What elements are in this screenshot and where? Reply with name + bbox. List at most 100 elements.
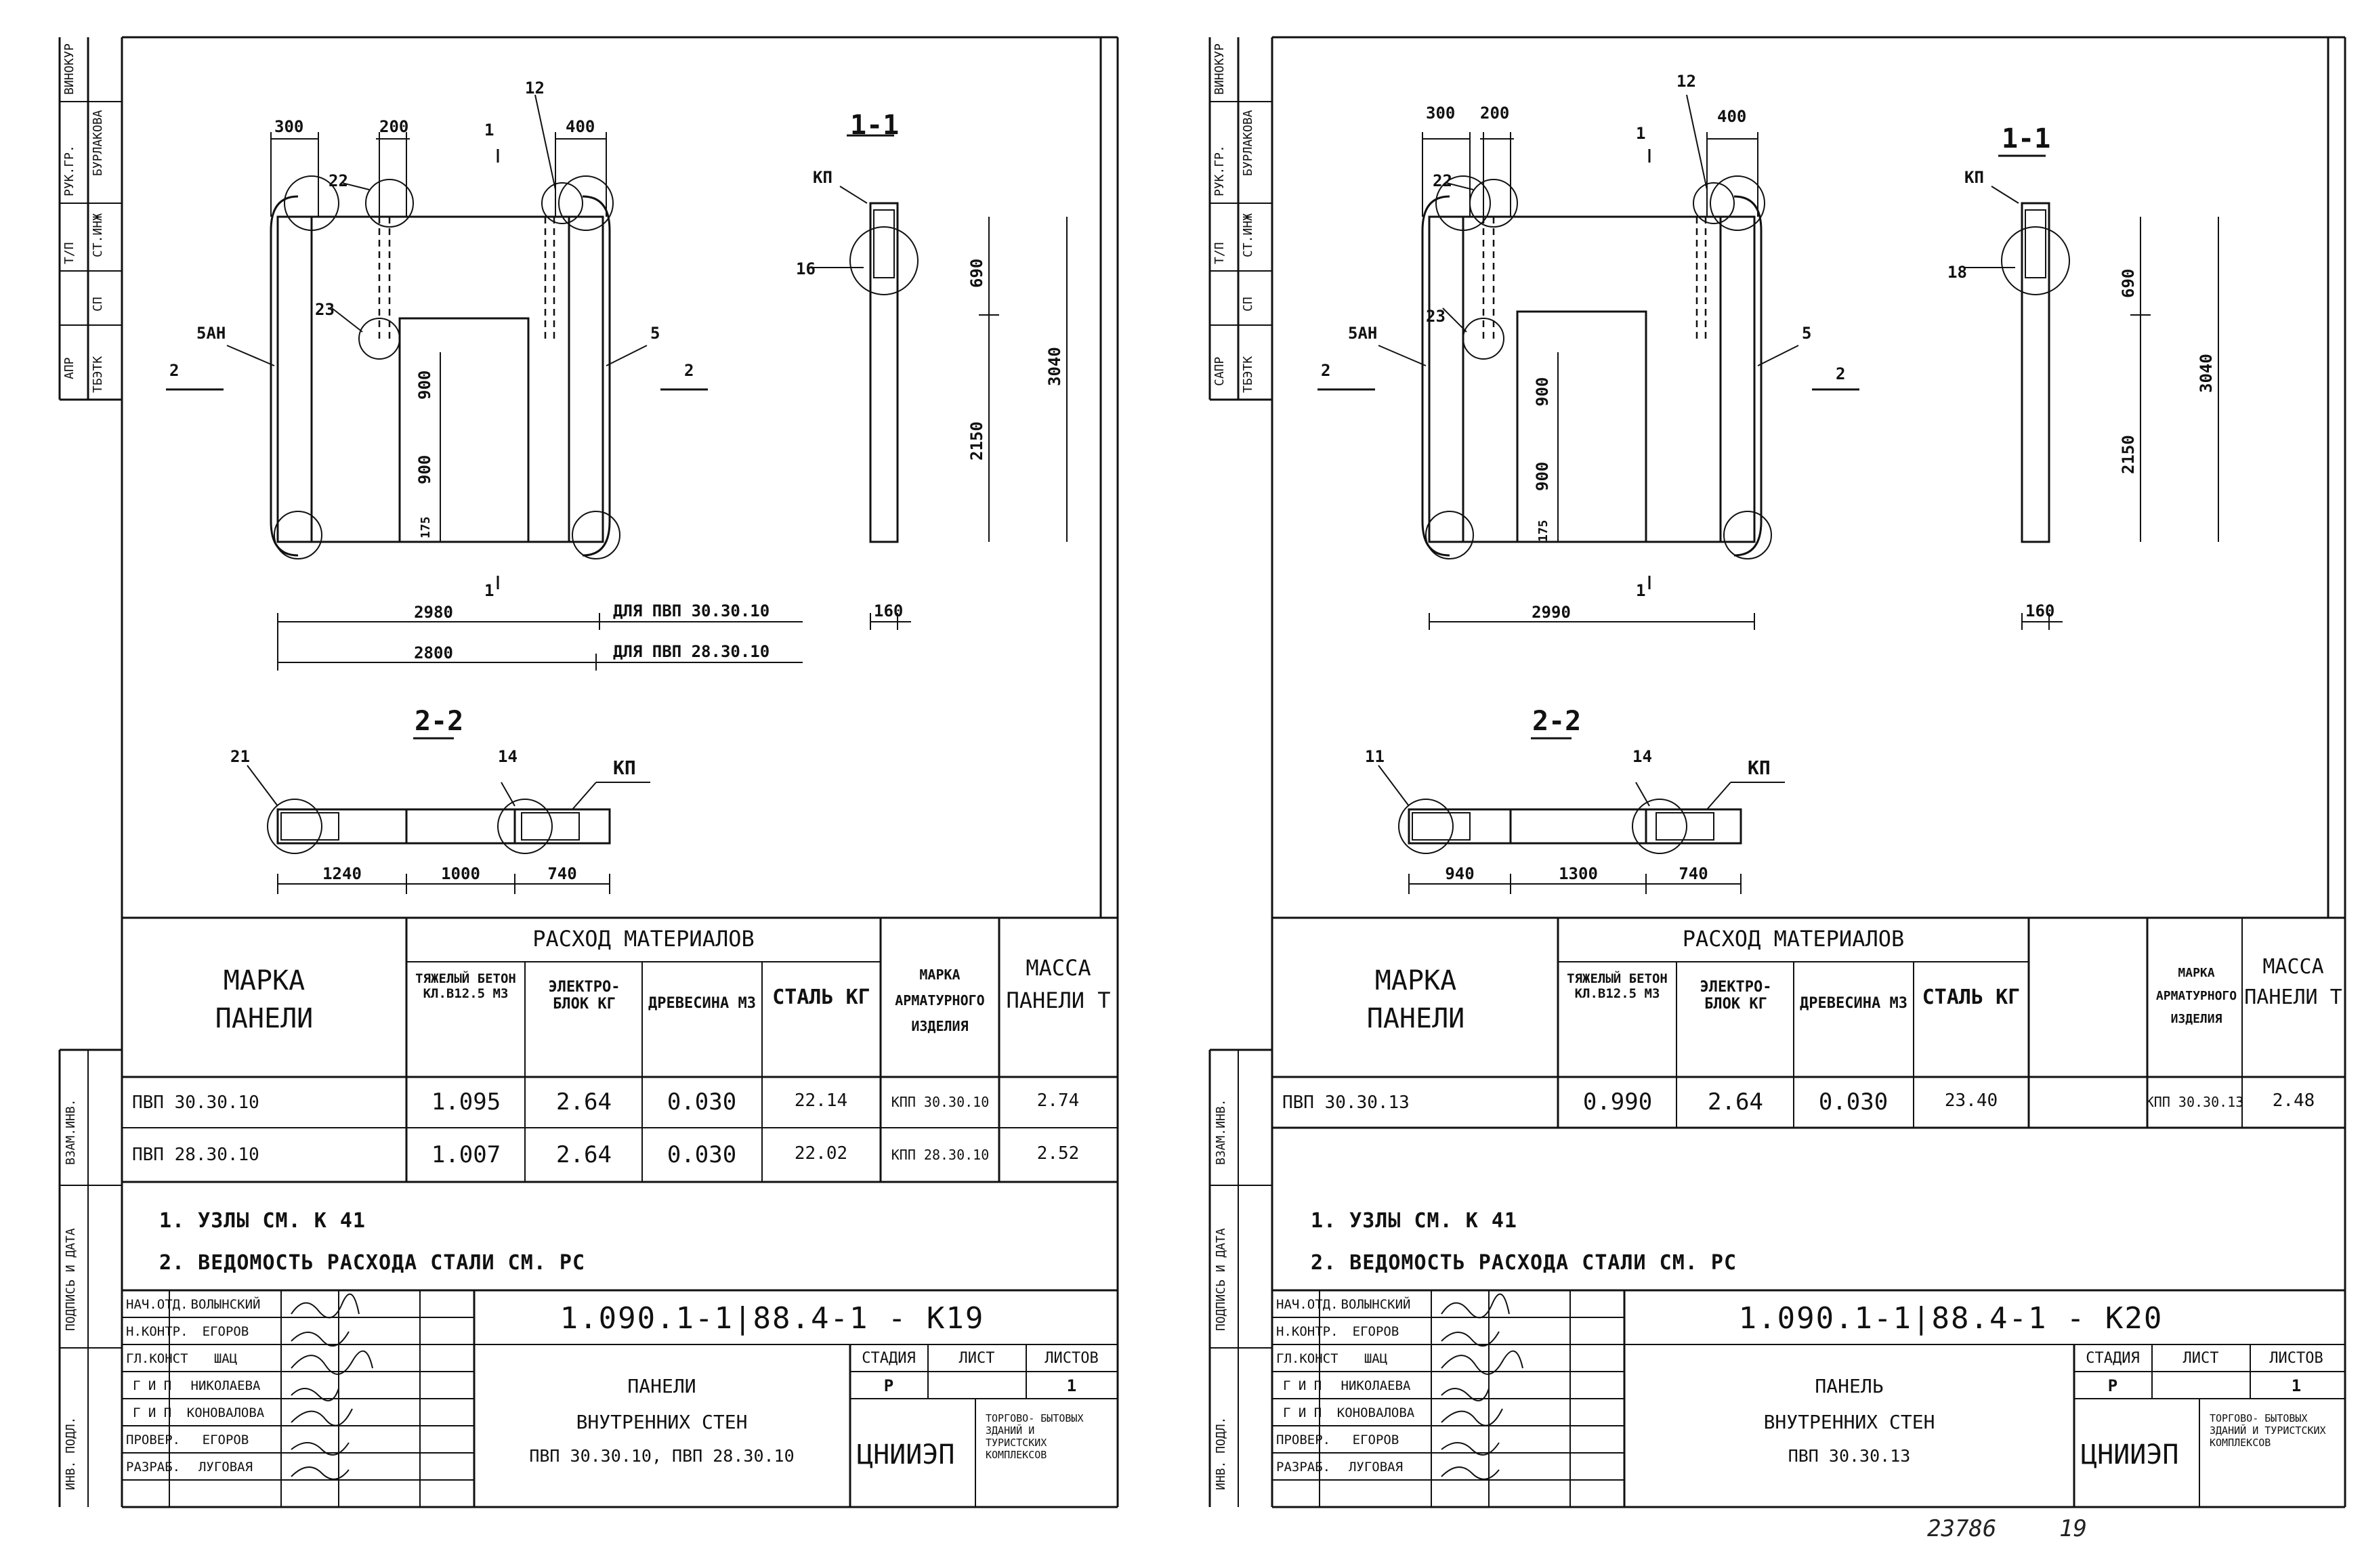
- callout-14: 14: [498, 747, 518, 766]
- dim-top-1: 300: [1426, 104, 1456, 123]
- stamp-title-3: ПВП 30.30.10, ПВП 28.30.10: [529, 1446, 795, 1466]
- stamp-listov-header: ЛИСТОВ: [1045, 1350, 1099, 1367]
- cell-massa: 2.74: [1036, 1090, 1080, 1111]
- stamp-role: Г И П: [133, 1378, 172, 1393]
- stamp-list-header: ЛИСТ: [2182, 1350, 2219, 1367]
- side-role-5: САПР: [1212, 356, 1227, 386]
- callout-22: 22: [329, 171, 348, 190]
- table-header-massa: МАССА ПАНЕЛИ Т: [1006, 955, 1111, 1013]
- dim-top-1: 300: [274, 117, 304, 136]
- dim-opening-3: 175: [419, 516, 433, 538]
- callout-5: 5: [1802, 324, 1812, 343]
- stamp-title-2: ВНУТРЕННИХ СТЕН: [576, 1411, 748, 1433]
- cut-mark-1-bottom: 1: [484, 581, 494, 600]
- callout-11: 11: [1365, 747, 1385, 766]
- stamp-stadiya-header: СТАДИЯ: [2086, 1350, 2140, 1367]
- table-header-rashod: РАСХОД МАТЕРИАЛОВ: [532, 926, 755, 952]
- stamp-stadiya-header: СТАДИЯ: [862, 1350, 916, 1367]
- dim-side-2: 2150: [967, 421, 986, 461]
- stamp-role: ГЛ.КОНСТ: [126, 1351, 188, 1366]
- stamp-name: ЛУГОВАЯ: [1348, 1460, 1404, 1475]
- side-name-2: БУРЛАКОВА: [91, 110, 105, 176]
- table-header-marka: МАРКА ПАНЕЛИ: [1366, 965, 1465, 1034]
- side-role-6: ТБЭТК: [91, 356, 105, 393]
- table-header-stal: СТАЛЬ КГ: [1922, 986, 2021, 1009]
- cell-beton: 1.095: [431, 1088, 501, 1116]
- dim-plan-2: 1300: [1559, 864, 1598, 883]
- cell-marka: ПВП 30.30.13: [1282, 1093, 1410, 1113]
- stamp-list-header: ЛИСТ: [958, 1350, 995, 1367]
- stamp-role: Н.КОНТР.: [1276, 1324, 1338, 1339]
- dim-note-1: ДЛЯ ПВП 30.30.10: [613, 601, 770, 620]
- side-podpis-data: ПОДПИСЬ И ДАТА: [64, 1228, 78, 1331]
- dim-opening-1: 900: [1533, 377, 1552, 406]
- stamp-name: ЕГОРОВ: [1352, 1324, 1399, 1339]
- stamp-role: ПРОВЕР.: [1276, 1433, 1331, 1447]
- table-header-massa: МАССА ПАНЕЛИ Т: [2244, 955, 2342, 1009]
- side-role-3: Т/П: [62, 242, 77, 264]
- dim-side-2: 2150: [2119, 435, 2138, 474]
- callout-kp-2: КП: [613, 757, 636, 779]
- cell-marka: ПВП 28.30.10: [132, 1145, 259, 1165]
- cell-stal: 23.40: [1944, 1090, 1998, 1111]
- stamp-role: ПРОВЕР.: [126, 1433, 181, 1447]
- stamp-name: ЛУГОВАЯ: [198, 1460, 253, 1475]
- dim-top-2: 200: [1480, 104, 1510, 123]
- dim-plan-1: 1240: [322, 864, 362, 883]
- dim-plan-1: 940: [1445, 864, 1475, 883]
- cut-mark-2-right: 2: [684, 361, 694, 380]
- cell-beton: 1.007: [431, 1141, 501, 1168]
- callout-kp-2: КП: [1748, 757, 1771, 779]
- table-header-armat: МАРКА АРМАТУРНОГО ИЗДЕЛИЯ: [895, 967, 985, 1034]
- dim-width-2: 2800: [414, 643, 453, 662]
- side-role-1: РУК.ГР.: [1212, 145, 1227, 196]
- dim-opening-3: 175: [1536, 520, 1551, 542]
- side-role-4: СП: [1241, 297, 1255, 312]
- stamp-title-1: ПАНЕЛИ: [627, 1375, 696, 1397]
- cell-elektro: 2.64: [556, 1141, 612, 1168]
- cut-mark-1-bottom: 1: [1636, 581, 1646, 600]
- side-role-1: РУК.ГР.: [62, 145, 77, 196]
- page-number: 19: [2059, 1515, 2087, 1542]
- callout-kp: КП: [813, 168, 832, 187]
- stamp-stadiya-value: Р: [2107, 1376, 2118, 1395]
- section-title-1-1: 1-1: [2002, 123, 2051, 154]
- cell-stal: 22.14: [794, 1090, 848, 1111]
- stamp-role: НАЧ.ОТД.: [126, 1297, 188, 1312]
- stamp-org: ЦНИИЭП: [857, 1439, 955, 1470]
- table-header-rashod: РАСХОД МАТЕРИАЛОВ: [1682, 926, 1905, 952]
- stamp-org-sub: ТОРГОВО- БЫТОВЫХ ЗДАНИЙ И ТУРИСТСКИХ КОМ…: [2210, 1412, 2326, 1449]
- dim-opening-1: 900: [415, 370, 434, 400]
- dim-plan-2: 1000: [441, 864, 480, 883]
- stamp-name: ШАЦ: [1364, 1351, 1388, 1366]
- cell-drev: 0.030: [1818, 1088, 1889, 1116]
- dim-top-3: 400: [566, 117, 595, 136]
- dim-opening-2: 900: [1533, 461, 1552, 491]
- dim-thickness: 160: [874, 601, 904, 620]
- dim-top-2: 200: [379, 117, 409, 136]
- stamp-name: ВОЛЫНСКИЙ: [190, 1297, 261, 1312]
- sheet-linework: [1208, 36, 2346, 1508]
- cell-drev: 0.030: [667, 1141, 737, 1168]
- table-header-beton: ТЯЖЕЛЫЙ БЕТОН КЛ.В12.5 М3: [1567, 971, 1668, 1001]
- dim-side-3: 3040: [2197, 354, 2216, 393]
- drawing-sheet-k19: ВИНОКУР БУРЛАКОВА РУК.ГР. СТ.ИНЖ Т/П СП …: [0, 0, 1145, 1524]
- callout-5: 5: [650, 324, 660, 343]
- table-header-drev: ДРЕВЕСИНА М3: [648, 995, 756, 1012]
- cell-armat: КПП 30.30.10: [891, 1094, 990, 1110]
- cell-armat: КПП 30.30.13: [2145, 1094, 2244, 1110]
- callout-16: 18: [1947, 263, 1967, 282]
- callout-23: 23: [1426, 307, 1446, 326]
- side-role-5: АПР: [62, 357, 77, 379]
- callout-14: 14: [1632, 747, 1652, 766]
- stamp-listov-value: 1: [1066, 1376, 1077, 1395]
- note-2: 2. ВЕДОМОСТЬ РАСХОДА СТАЛИ СМ. РС: [159, 1251, 586, 1275]
- section-title-2-2: 2-2: [1532, 706, 1582, 737]
- stamp-title-2: ВНУТРЕННИХ СТЕН: [1763, 1411, 1935, 1433]
- stamp-name: ЕГОРОВ: [202, 1324, 249, 1339]
- table-header-armat: МАРКА АРМАТУРНОГО ИЗДЕЛИЯ: [2155, 966, 2237, 1027]
- cell-elektro: 2.64: [556, 1088, 612, 1116]
- side-vzam-inv: ВЗАМ.ИНВ.: [1214, 1099, 1228, 1165]
- table-header-drev: ДРЕВЕСИНА М3: [1800, 995, 1907, 1012]
- stamp-listov-header: ЛИСТОВ: [2269, 1350, 2323, 1367]
